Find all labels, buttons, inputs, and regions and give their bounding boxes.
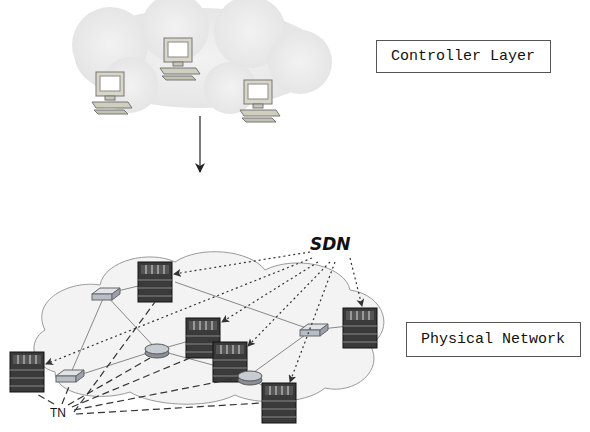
layer-name: Controller Layer	[391, 48, 536, 65]
control-arrow	[199, 116, 200, 172]
tn-lines	[35, 302, 262, 414]
sdn-label: SDN	[310, 234, 351, 254]
layer-name: Physical Network	[421, 331, 566, 348]
controller-cloud	[72, 0, 332, 122]
network-cloud	[34, 252, 384, 405]
layer-box: Physical Network	[406, 322, 581, 357]
sdn-control-lines	[46, 252, 362, 382]
physical-links	[70, 282, 358, 395]
layer-box: Controller Layer	[376, 40, 551, 73]
tn-label: TN	[50, 406, 66, 420]
